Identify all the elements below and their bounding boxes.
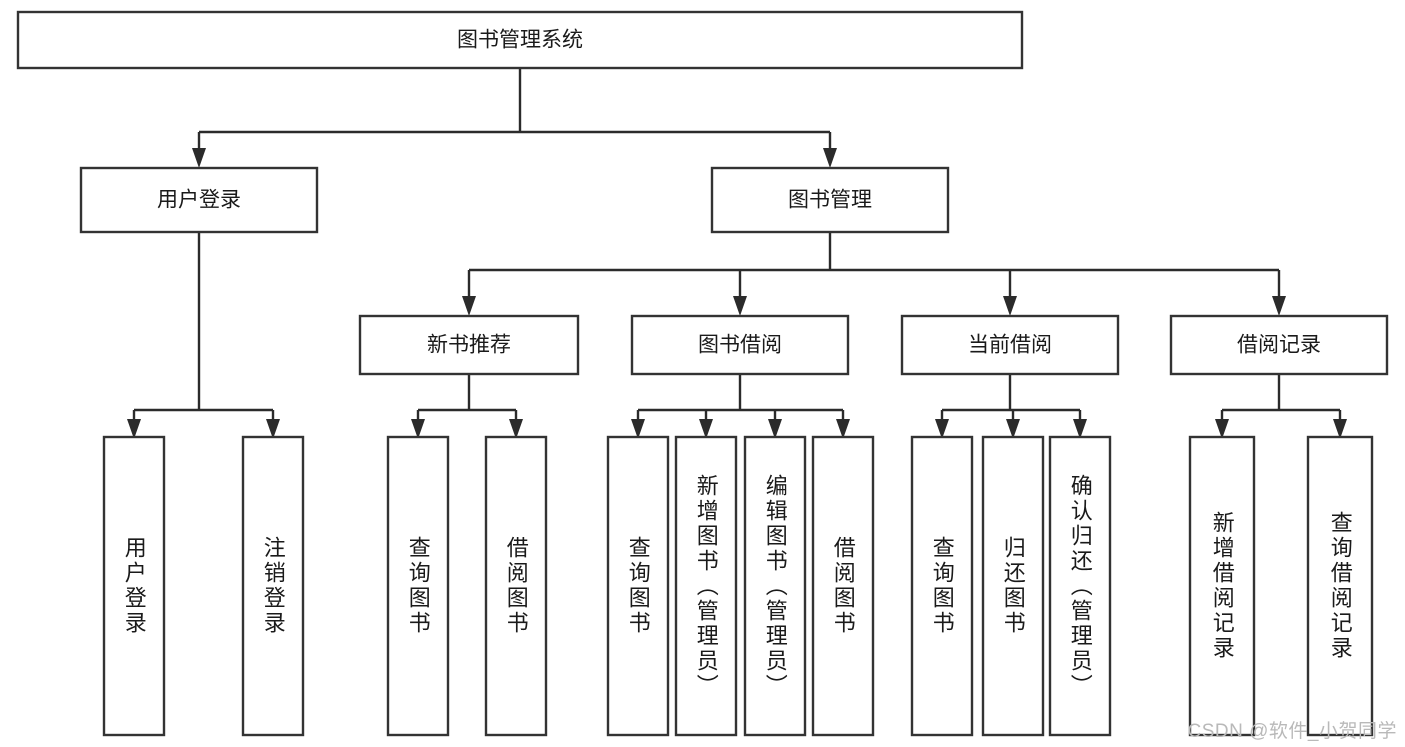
arrow-head-icon <box>1215 419 1229 439</box>
root-node-box[interactable] <box>16 10 1024 70</box>
arrow-head-icon <box>823 148 837 168</box>
leaf-node-box[interactable] <box>102 435 166 737</box>
level3-node-box[interactable] <box>900 314 1120 376</box>
leaf-node-box[interactable] <box>1188 435 1256 737</box>
arrow-head-icon <box>509 419 523 439</box>
arrow-head-icon <box>1006 419 1020 439</box>
leaf-node-box[interactable] <box>484 435 548 737</box>
arrow-head-icon <box>192 148 206 168</box>
leaf-node-box[interactable] <box>981 435 1045 737</box>
edges-layer <box>127 68 1347 439</box>
leaf-node-box[interactable] <box>606 435 670 737</box>
root-node-label: 图书管理系统 <box>457 29 583 52</box>
arrow-head-icon <box>1333 419 1347 439</box>
leaf-node-box[interactable] <box>743 435 807 737</box>
arrow-head-icon <box>631 419 645 439</box>
leaf-node-box[interactable] <box>1306 435 1374 737</box>
arrow-head-icon <box>935 419 949 439</box>
arrow-head-icon <box>266 419 280 439</box>
arrow-head-icon <box>733 296 747 316</box>
leaf-node-box[interactable] <box>674 435 738 737</box>
boxes-layer <box>16 10 1389 737</box>
arrow-head-icon <box>411 419 425 439</box>
arrow-head-icon <box>768 419 782 439</box>
level3-node-box[interactable] <box>1169 314 1389 376</box>
level2-node-box[interactable] <box>710 166 950 234</box>
leaf-node-box[interactable] <box>1048 435 1112 737</box>
level3-node-label: 新书推荐 <box>427 334 511 357</box>
arrow-head-icon <box>462 296 476 316</box>
arrow-head-icon <box>1073 419 1087 439</box>
level3-node-label: 图书借阅 <box>698 334 782 357</box>
level3-node-box[interactable] <box>630 314 850 376</box>
watermark-text: CSDN @软件_小贺同学 <box>1187 721 1397 742</box>
leaf-node-box[interactable] <box>910 435 974 737</box>
level2-node-label: 图书管理 <box>788 189 872 212</box>
level2-node-label: 用户登录 <box>157 189 241 212</box>
leaf-node-box[interactable] <box>811 435 875 737</box>
level3-node-label: 当前借阅 <box>968 334 1052 357</box>
arrow-head-icon <box>1003 296 1017 316</box>
arrow-head-icon <box>836 419 850 439</box>
arrow-head-icon <box>127 419 141 439</box>
level3-node-box[interactable] <box>358 314 580 376</box>
leaf-node-box[interactable] <box>386 435 450 737</box>
leaf-node-box[interactable] <box>241 435 305 737</box>
arrow-head-icon <box>699 419 713 439</box>
level3-node-label: 借阅记录 <box>1237 334 1321 357</box>
level2-node-box[interactable] <box>79 166 319 234</box>
arrow-head-icon <box>1272 296 1286 316</box>
